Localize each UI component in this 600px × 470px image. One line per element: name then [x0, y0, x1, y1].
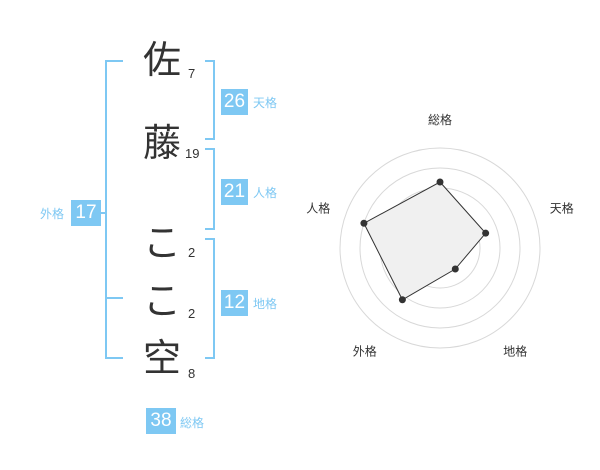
radar-axis-label: 人格: [306, 200, 330, 215]
jinkaku-value-badge: 21: [221, 179, 248, 205]
name-char-4: こ: [142, 279, 181, 323]
name-char-2: 藤: [142, 121, 181, 165]
chikaku-value-badge: 12: [221, 290, 248, 316]
stroke-count-5: 8: [188, 366, 196, 381]
gaikaku-bracket-top: [105, 60, 123, 62]
stroke-count-3: 2: [188, 245, 196, 260]
name-char-3: こ: [142, 221, 181, 265]
radar-axis-label: 外格: [353, 344, 377, 359]
chikaku-bracket: [213, 238, 215, 359]
radar-axis-label: 地格: [503, 344, 527, 359]
radar-axis-label: 総格: [428, 112, 452, 127]
radar-point-5: [360, 219, 368, 227]
jinkaku-bracket: [213, 148, 215, 230]
stroke-count-1: 7: [188, 66, 196, 81]
chikaku-bracket-top: [205, 238, 215, 240]
radar-point-3: [451, 265, 459, 273]
radar-point-4: [398, 296, 406, 304]
radar-value-area: [363, 181, 487, 301]
chikaku-label: 地格: [253, 297, 278, 311]
tenkaku-label: 天格: [253, 96, 278, 110]
jinkaku-bracket-bottom: [205, 228, 215, 230]
gaikaku-bracket-bottom: [105, 357, 123, 359]
gaikaku-connector: [100, 212, 107, 214]
radar-point-1: [436, 178, 444, 186]
jinkaku-label: 人格: [253, 186, 278, 200]
radar-axis-label: 天格: [550, 200, 574, 215]
chikaku-bracket-bottom: [205, 357, 215, 359]
tenkaku-value-badge: 26: [221, 89, 248, 115]
name-diagram: 佐 7 藤 19 こ 2 こ 2 空 8 26 天格 21 人格 12 地格 外…: [40, 38, 278, 434]
radar-point-2: [482, 229, 490, 237]
tenkaku-bracket-top: [205, 60, 215, 62]
name-char-1: 佐: [142, 38, 181, 82]
soukaku-label: 総格: [180, 416, 205, 430]
soukaku-value-badge: 38: [146, 408, 176, 434]
name-char-5: 空: [142, 336, 181, 380]
gaikaku-bracket: [105, 60, 107, 359]
radar-grid-ring: [339, 147, 541, 349]
gaikaku-value-badge: 17: [71, 200, 101, 226]
stroke-count-4: 2: [188, 306, 196, 321]
gaikaku-bracket-split: [105, 297, 123, 299]
jinkaku-bracket-top: [205, 148, 215, 150]
tenkaku-bracket-bottom: [205, 138, 215, 140]
radar-grid-ring: [359, 167, 521, 329]
tenkaku-bracket: [213, 60, 215, 140]
stroke-count-2: 19: [185, 146, 200, 161]
gaikaku-label: 外格: [40, 207, 65, 221]
